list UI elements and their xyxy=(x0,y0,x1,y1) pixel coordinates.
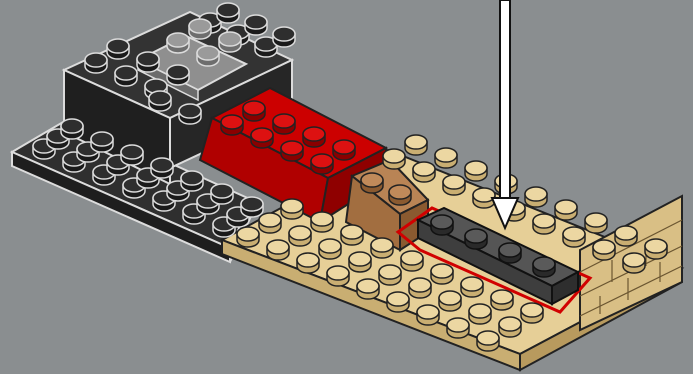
stud-tan xyxy=(477,331,499,351)
stud-tan xyxy=(431,264,453,284)
stud-black xyxy=(211,184,233,204)
stud-tan xyxy=(585,213,607,233)
stud-black xyxy=(273,27,295,47)
stud-black xyxy=(181,171,203,191)
stud-tan xyxy=(341,225,363,245)
stud-tan xyxy=(383,149,405,169)
stud-tan xyxy=(405,135,427,155)
stud-tan xyxy=(311,212,333,232)
stud-red xyxy=(281,141,303,161)
stud-black xyxy=(121,145,143,165)
stud-tan xyxy=(417,305,439,325)
stud-black xyxy=(167,65,189,85)
stud-tan xyxy=(435,148,457,168)
stud-tan xyxy=(409,278,431,298)
stud-red xyxy=(311,154,333,174)
stud-brown xyxy=(361,173,383,193)
stud-tan xyxy=(281,199,303,219)
stud-tan xyxy=(499,317,521,337)
stud-red xyxy=(333,140,355,160)
stud-tan xyxy=(371,238,393,258)
stud-black xyxy=(217,3,239,23)
stud-black xyxy=(107,39,129,59)
stud-tan xyxy=(439,291,461,311)
stud-tan xyxy=(469,304,491,324)
stud-tan xyxy=(555,200,577,220)
stud-black xyxy=(245,15,267,35)
stud-black xyxy=(85,53,107,73)
stud-black xyxy=(137,52,159,72)
stud-tan xyxy=(259,213,281,233)
stud-tan xyxy=(645,239,667,259)
stud-tan xyxy=(525,187,547,207)
stud-light-gray xyxy=(189,19,211,39)
stud-tan xyxy=(491,290,513,310)
stud-tan xyxy=(521,303,543,323)
stud-tan xyxy=(461,277,483,297)
stud-light-gray xyxy=(197,46,219,66)
stud-black xyxy=(241,197,263,217)
stud-tan xyxy=(387,292,409,312)
stud-tan xyxy=(289,226,311,246)
stud-tan xyxy=(267,240,289,260)
stud-tan xyxy=(615,226,637,246)
stud-red xyxy=(243,101,265,121)
stud-black xyxy=(179,104,201,124)
stud-red xyxy=(251,128,273,148)
stud-tan xyxy=(413,162,435,182)
stud-black xyxy=(151,158,173,178)
stud-tan xyxy=(447,318,469,338)
stud-red xyxy=(303,127,325,147)
stud-tan xyxy=(623,253,645,273)
stud-black xyxy=(149,91,171,111)
stud-red xyxy=(273,114,295,134)
stud-tan xyxy=(357,279,379,299)
stud-tan xyxy=(401,251,423,271)
stud-tan xyxy=(379,265,401,285)
stud-tan xyxy=(327,266,349,286)
stud-dark-gray xyxy=(465,229,487,249)
stud-tan xyxy=(349,252,371,272)
stud-light-gray xyxy=(219,32,241,52)
stud-dark-gray xyxy=(431,215,453,235)
stud-black xyxy=(91,132,113,152)
stud-tan xyxy=(563,227,585,247)
stud-tan xyxy=(319,239,341,259)
stud-brown xyxy=(389,185,411,205)
stud-tan xyxy=(297,253,319,273)
stud-black xyxy=(61,119,83,139)
stud-dark-gray xyxy=(499,243,521,263)
stud-dark-gray xyxy=(533,257,555,277)
stud-tan xyxy=(465,161,487,181)
stud-tan xyxy=(443,175,465,195)
stud-black xyxy=(115,66,137,86)
stud-red xyxy=(221,115,243,135)
stud-light-gray xyxy=(167,33,189,53)
stud-tan xyxy=(237,227,259,247)
stud-tan xyxy=(593,240,615,260)
stud-tan xyxy=(533,214,555,234)
